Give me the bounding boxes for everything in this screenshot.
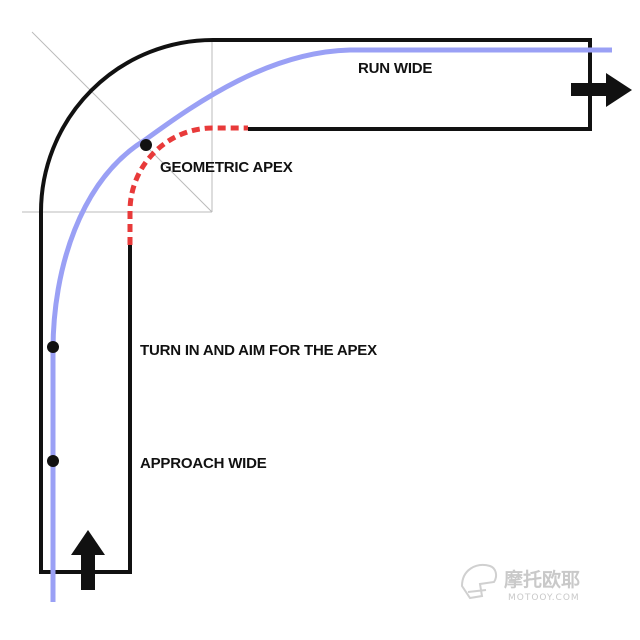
approach-wide-label: APPROACH WIDE [140,455,267,472]
arrow-right-icon [571,73,632,107]
geometric-apex-label: GEOMETRIC APEX [160,159,293,176]
watermark-chinese-text: 摩托欧耶 [504,568,580,591]
inside-curb [127,125,248,245]
run-wide-label: RUN WIDE [358,60,432,77]
track-outer-edge [39,38,590,572]
helmet-logo-icon [460,564,498,600]
arrow-up-icon [71,530,105,590]
track-inner-edge [128,127,590,572]
turn-in-label: TURN IN AND AIM FOR THE APEX [140,342,377,359]
racing-line [50,47,612,602]
watermark-site-text: MOTOOY.COM [508,593,580,603]
construction-lines [22,31,213,213]
geometric-apex-marker [140,139,152,151]
turn-in-marker [47,341,59,353]
watermark: 摩托欧耶 MOTOOY.COM [460,564,580,603]
diagonal-guide-line [31,31,213,213]
approach-marker [47,455,59,467]
